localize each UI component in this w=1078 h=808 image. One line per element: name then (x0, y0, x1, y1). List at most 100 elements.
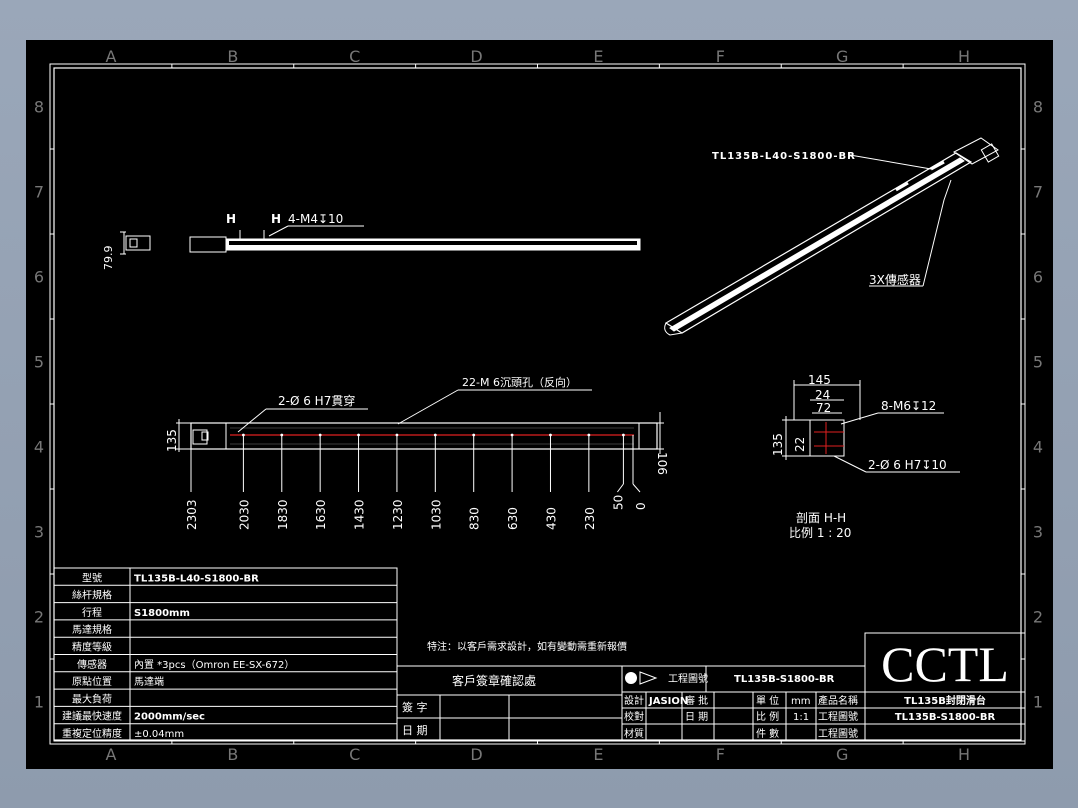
ordinate-label-2030: 2030 (237, 499, 251, 530)
zone-col-bottom-H: H (958, 745, 970, 764)
inner-frame (53, 67, 1022, 741)
hole-mark-630 (510, 433, 514, 437)
tb-scale-value: 1:1 (793, 712, 809, 723)
section-note-bottom: 2-Ø 6 H7↧10 (868, 458, 947, 472)
ordinate-label-1830: 1830 (276, 499, 290, 530)
zone-col-bottom-G: G (836, 745, 848, 764)
hole-mark-230 (587, 433, 591, 437)
special-note: 特注：以客戶需求設計，如有變動需重新報價 (427, 640, 627, 653)
ordinate-label-1230: 1230 (391, 499, 405, 530)
motor-block (189, 236, 227, 253)
plan-pin-note: 2-Ø 6 H7貫穿 (278, 393, 355, 408)
tb-eng-no-label: 工程圖號 (818, 710, 858, 723)
tb-unit-label: 單 位 (756, 694, 779, 707)
section-dim-145: 145 (808, 373, 831, 387)
tb-product-code: TL135B-S1800-BR (895, 712, 996, 723)
zone-col-top-A: A (105, 47, 116, 66)
zone-col-bottom-B: B (227, 745, 238, 764)
hole-mark-1230 (395, 433, 399, 437)
ordinate-label-630: 630 (506, 507, 520, 530)
section-mark-left: H (226, 212, 236, 226)
tb-check-label: 校對 (624, 710, 644, 723)
section-dim-135: 135 (771, 433, 785, 456)
zone-col-bottom-D: D (470, 745, 482, 764)
section-dim-72: 72 (816, 401, 831, 415)
zone-row-right-4: 4 (1033, 438, 1043, 457)
tb-scale-label: 比 例 (756, 710, 779, 723)
zone-row-left-8: 8 (34, 98, 44, 117)
zone-row-right-8: 8 (1033, 98, 1043, 117)
tb-drawing-no: TL135B-S1800-BR (734, 674, 835, 685)
zone-row-right-5: 5 (1033, 353, 1043, 372)
zone-row-right-3: 3 (1033, 523, 1043, 542)
zone-row-left-6: 6 (34, 268, 44, 287)
zone-col-top-C: C (349, 47, 360, 66)
hole-mark-2030 (241, 433, 245, 437)
tb-date-label: 日 期 (685, 711, 708, 723)
zone-col-top-D: D (470, 47, 482, 66)
hole-mark-1830 (280, 433, 284, 437)
spec-label: 馬達規格 (72, 623, 112, 636)
plan-height-left: 135 (165, 429, 179, 452)
plan-screw-note: 22-M 6沉頭孔（反向） (462, 375, 577, 389)
customer-date-label: 日 期 (402, 724, 428, 737)
customer-sign-block: 客戶簽章確認處 簽 字 日 期 (396, 665, 623, 742)
section-title: 剖面 H-H (796, 511, 846, 525)
company-logo: CCTL (881, 636, 1009, 692)
zone-col-top-H: H (958, 47, 970, 66)
tb-design-label: 設計 (624, 694, 644, 707)
iso-view: TL135B-L40-S1800-BR 3X傳感器 (664, 137, 1000, 336)
iso-motor (953, 137, 999, 165)
zone-row-left-7: 7 (34, 183, 44, 202)
ordinate-label-50: 50 (611, 495, 625, 510)
spec-label: 建議最快速度 (62, 710, 122, 723)
ordinate-label-230: 230 (583, 507, 597, 530)
zone-row-right-2: 2 (1033, 608, 1043, 627)
tb-qty-label: 件 數 (756, 727, 779, 740)
hole-mark-830 (472, 433, 476, 437)
hole-mark-1030 (433, 433, 437, 437)
section-dim-22: 22 (793, 437, 807, 452)
spec-label: 型號 (82, 571, 102, 584)
hole-mark-430 (549, 433, 552, 437)
zone-row-left-2: 2 (34, 608, 44, 627)
tb-material-label: 材質 (624, 727, 644, 740)
ordinate-label-830: 830 (468, 507, 482, 530)
spec-value: TL135B-L40-S1800-BR (134, 573, 259, 584)
section-view: 145 24 72 135 22 8-M6↧12 2-Ø 6 H7↧10 剖面 … (771, 373, 960, 540)
spec-label: 最大負荷 (72, 692, 112, 705)
side-height-label: 79.9 (102, 246, 115, 271)
spec-value: 內置 *3pcs（Omron EE-SX-672） (134, 659, 294, 671)
customer-sign-label: 簽 字 (402, 700, 428, 714)
section-dim-24: 24 (815, 388, 830, 402)
tb-drawing-no-label: 工程圖號 (668, 672, 708, 685)
zone-row-left-5: 5 (34, 353, 44, 372)
tb-approve-label: 審 批 (685, 694, 708, 707)
end-cap-profile (125, 235, 151, 251)
plan-height-right: 106 (655, 452, 669, 475)
tb-product-name-label: 產品名稱 (818, 694, 858, 707)
first-angle-projection-icon (625, 672, 637, 684)
side-view: 79.9 H H 4-M4↧10 (102, 212, 641, 271)
hole-mark-50 (622, 433, 625, 437)
spec-value: 2000mm/sec (134, 712, 205, 723)
spec-label: 行程 (82, 606, 102, 619)
ordinate-label-1430: 1430 (353, 499, 367, 530)
spec-value: S1800mm (134, 608, 190, 619)
spec-label: 傳感器 (77, 658, 107, 671)
zone-row-right-1: 1 (1033, 693, 1043, 712)
section-profile (809, 419, 845, 457)
hole-mark-1430 (357, 433, 360, 437)
spec-label: 重複定位精度 (62, 727, 122, 740)
section-note-top: 8-M6↧12 (881, 399, 936, 413)
zone-col-bottom-A: A (105, 745, 116, 764)
hole-mark-1630 (318, 433, 322, 437)
spec-label: 絲杆規格 (72, 589, 112, 602)
spec-value: 馬達端 (134, 675, 164, 688)
zone-row-right-6: 6 (1033, 268, 1043, 287)
tb-unit-value: mm (791, 696, 810, 707)
ordinate-label-1030: 1030 (429, 499, 443, 530)
